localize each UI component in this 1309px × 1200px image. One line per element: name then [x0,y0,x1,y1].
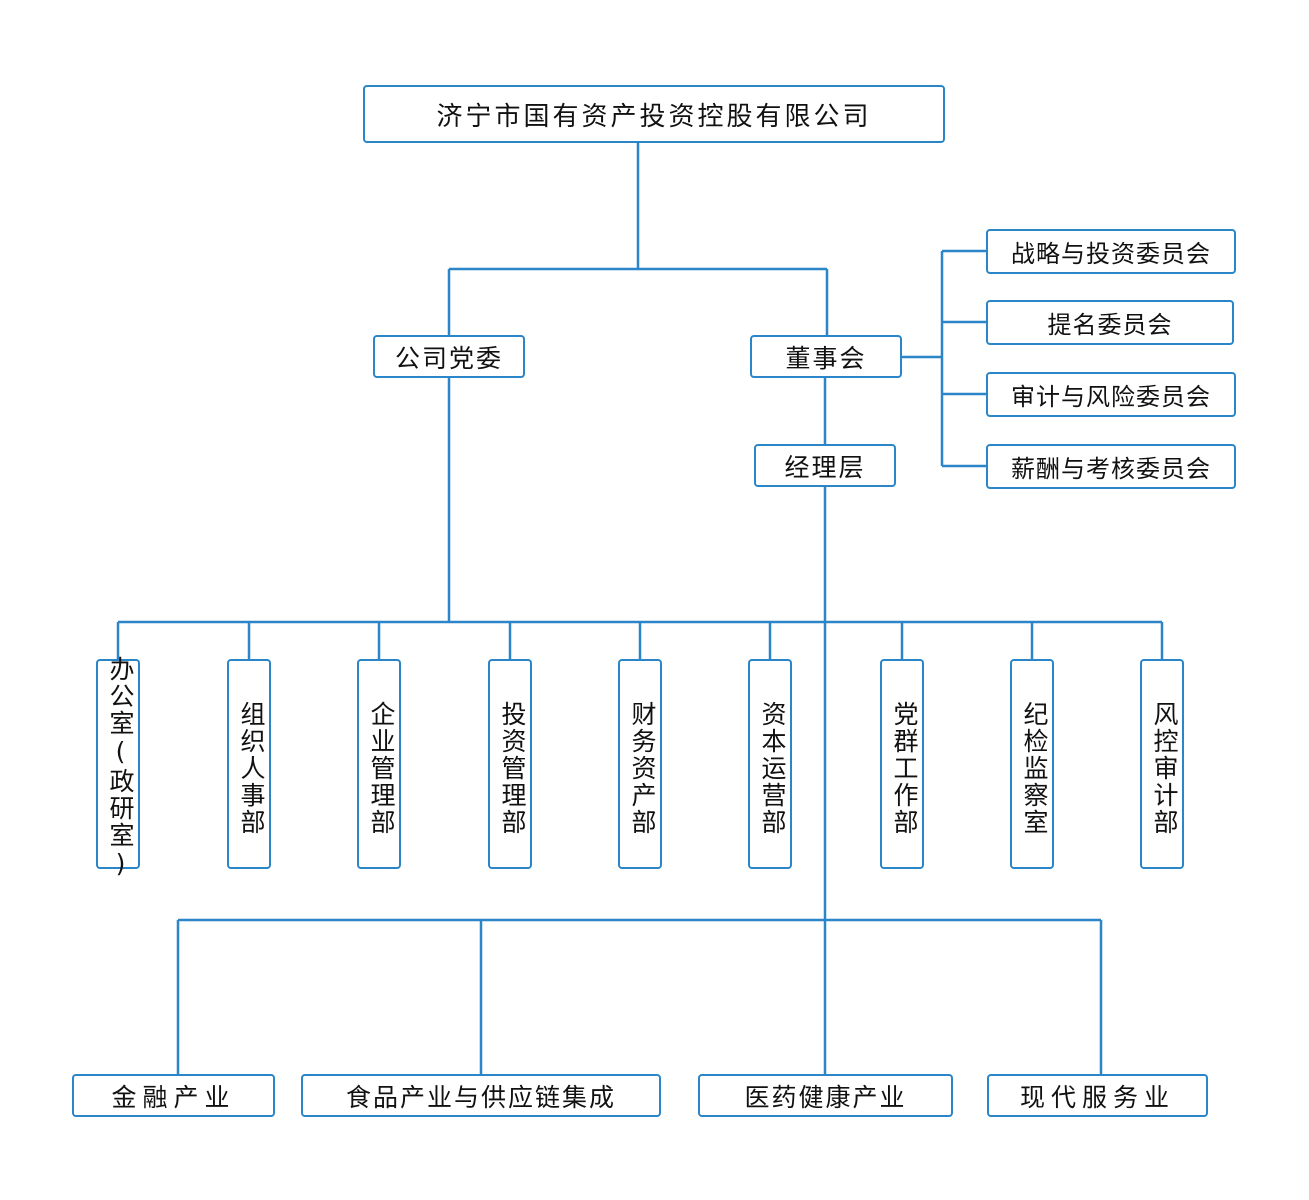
committee-compensation-appraisal: 薪酬与考核委员会 [986,444,1236,489]
company-box: 济宁市国有资产投资控股有限公司 [363,85,945,143]
industry-food-supply-chain: 食品产业与供应链集成 [301,1074,661,1117]
dept-organization-hr: 组织人事部 [227,659,271,869]
industry-modern-services: 现代服务业 [987,1074,1208,1117]
committee-nomination: 提名委员会 [986,300,1234,345]
dept-capital-operation: 资本运营部 [748,659,792,869]
dept-office: 办公室(政研室) [96,656,140,880]
committee-strategy-investment: 战略与投资委员会 [986,229,1236,274]
management-box: 经理层 [754,444,896,487]
dept-risk-audit: 风控审计部 [1140,659,1184,869]
dept-investment-management: 投资管理部 [488,659,532,869]
board-box: 董事会 [750,335,902,378]
dept-discipline-inspection: 纪检监察室 [1010,659,1054,869]
committee-audit-risk: 审计与风险委员会 [986,372,1236,417]
dept-finance-assets: 财务资产部 [618,659,662,869]
industry-healthcare: 医药健康产业 [698,1074,953,1117]
party-committee-box: 公司党委 [373,335,525,378]
industry-finance: 金融产业 [72,1074,275,1117]
dept-enterprise-management: 企业管理部 [357,659,401,869]
dept-party-mass-work: 党群工作部 [880,659,924,869]
